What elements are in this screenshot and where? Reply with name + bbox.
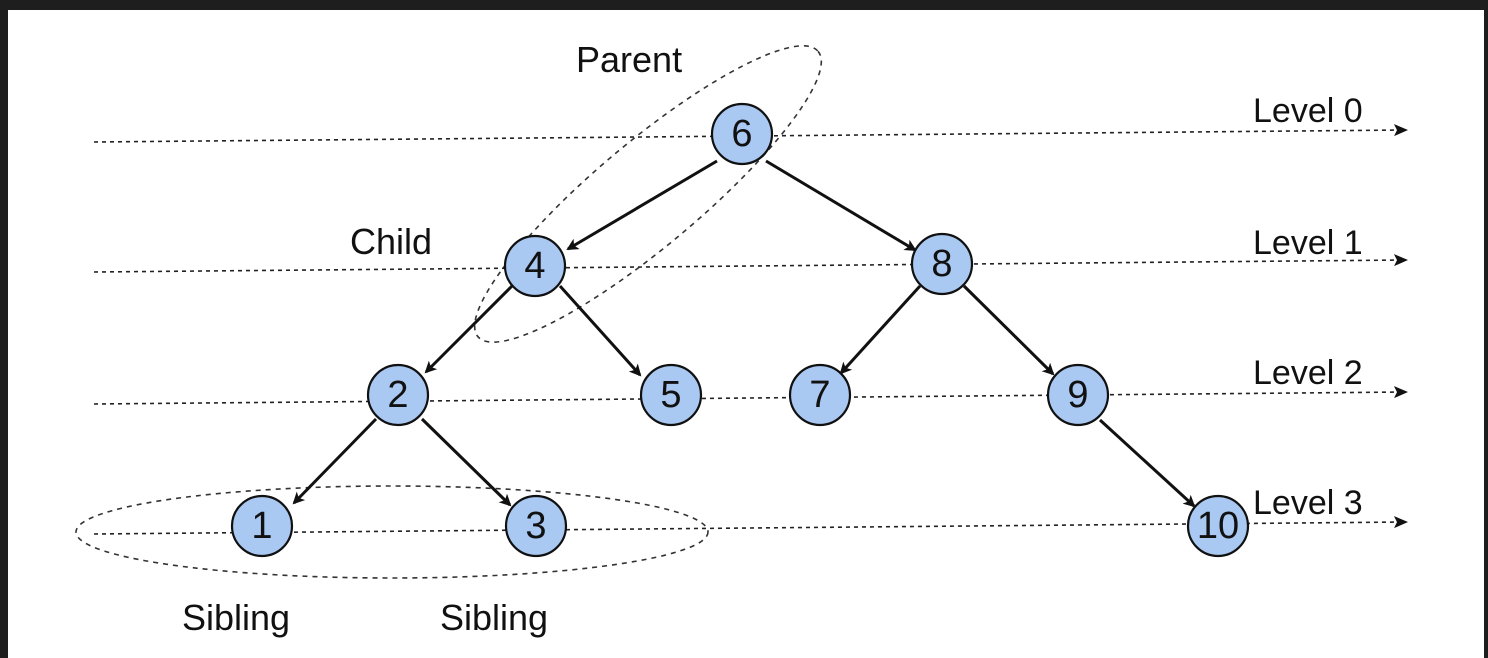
sibling-label-right: Sibling	[440, 597, 548, 638]
level-1-line	[93, 254, 1408, 273]
tree-node-5: 5	[639, 363, 703, 427]
node-6-circle	[710, 102, 774, 166]
edge-4-2	[424, 282, 516, 374]
node-1-circle	[230, 494, 294, 558]
node-9-label: 9	[1067, 374, 1088, 416]
node-5-circle	[639, 363, 703, 427]
sibling-label-left: Sibling	[182, 597, 290, 638]
node-2-circle	[366, 363, 430, 427]
node-2-label: 2	[387, 374, 408, 416]
node-8-label: 8	[931, 243, 952, 285]
tree-node-7: 7	[788, 363, 852, 427]
node-8-circle	[910, 232, 974, 296]
edge-8-7	[839, 284, 922, 375]
node-3-circle	[504, 494, 568, 558]
edge-6-4	[566, 159, 718, 251]
level-0-label: Level 0	[1253, 92, 1363, 130]
tree-nodes: 6 4 8 2 5 7 9	[230, 102, 1250, 558]
edge-6-8	[765, 159, 917, 252]
tree-node-1: 1	[230, 494, 294, 558]
level-lines	[93, 124, 1408, 535]
level-2-line	[93, 386, 1408, 405]
node-4-label: 4	[524, 245, 545, 287]
tree-edges	[292, 159, 1196, 508]
level-labels: Level 0 Level 1 Level 2 Level 3	[1253, 92, 1363, 522]
tree-node-3: 3	[504, 494, 568, 558]
diagram-canvas: Level 0 Level 1 Level 2 Level 3 6	[8, 10, 1484, 658]
level-2-label: Level 2	[1253, 354, 1363, 392]
edge-8-9	[962, 284, 1055, 376]
tree-node-9: 9	[1046, 363, 1110, 427]
siblings-group-ellipse	[75, 485, 709, 579]
node-7-label: 7	[809, 374, 830, 416]
tree-node-4: 4	[503, 234, 567, 298]
node-5-label: 5	[660, 374, 681, 416]
edge-2-1	[292, 417, 378, 505]
tree-node-2: 2	[366, 363, 430, 427]
tree-node-6: 6	[710, 102, 774, 166]
child-label: Child	[350, 221, 432, 262]
node-10-circle	[1186, 494, 1250, 558]
node-1-label: 1	[251, 505, 272, 547]
level-3-label: Level 3	[1253, 484, 1363, 522]
edge-4-5	[558, 284, 642, 377]
node-9-circle	[1046, 363, 1110, 427]
tree-node-10: 10	[1186, 494, 1250, 558]
parent-child-group-ellipse	[473, 45, 823, 343]
edge-9-10	[1098, 418, 1196, 508]
level-1-label: Level 1	[1253, 224, 1363, 262]
node-6-label: 6	[731, 113, 752, 155]
level-3-line	[93, 516, 1408, 535]
node-4-circle	[503, 234, 567, 298]
tree-node-8: 8	[910, 232, 974, 296]
edge-2-3	[420, 417, 512, 507]
parent-label: Parent	[576, 39, 682, 80]
node-10-label: 10	[1197, 505, 1239, 547]
node-3-label: 3	[525, 505, 546, 547]
binary-tree-diagram: Level 0 Level 1 Level 2 Level 3 6	[75, 39, 1408, 638]
node-7-circle	[788, 363, 852, 427]
